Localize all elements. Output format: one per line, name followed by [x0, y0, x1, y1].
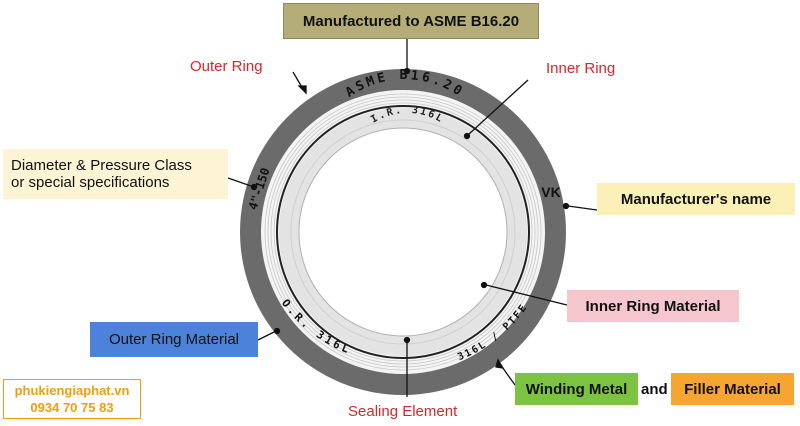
outer-ring-label: Outer Ring: [190, 58, 263, 75]
gasket-bore: [298, 127, 508, 337]
winding-metal-callout-text: Winding Metal: [525, 380, 628, 398]
manufacturer-callout-text: Manufacturer's name: [620, 190, 772, 208]
outer-ring-material-callout-text: Outer Ring Material: [108, 331, 240, 348]
inner-ring-label: Inner Ring: [546, 60, 616, 77]
diameter-callout: Diameter & Pressure Class or special spe…: [3, 149, 228, 199]
and-text: and: [641, 381, 668, 398]
sealing-element-label: Sealing Element: [348, 403, 458, 420]
standard-callout: Manufactured to ASME B16.20: [283, 3, 539, 39]
ring-text-manufacturer: VK: [541, 184, 560, 200]
watermark-phone: 0934 70 75 83: [30, 400, 114, 415]
filler-material-callout: Filler Material: [671, 373, 794, 405]
winding-metal-callout: Winding Metal: [515, 373, 638, 405]
winding-lines: [264, 93, 542, 371]
inner-ring-lines: [290, 119, 516, 345]
watermark: phukiengiaphat.vn 0934 70 75 83: [3, 379, 141, 419]
standard-callout-text: Manufactured to ASME B16.20: [302, 12, 520, 30]
leader-lines: [227, 37, 598, 397]
diameter-callout-line1: Diameter & Pressure Class: [11, 157, 192, 174]
inner-ring-material-callout-text: Inner Ring Material: [585, 297, 721, 315]
watermark-site: phukiengiaphat.vn: [14, 383, 130, 398]
diameter-callout-line2: or special specifications: [11, 174, 170, 191]
outer-ring-material-callout: Outer Ring Material: [90, 322, 258, 357]
sealing-element-edge: [276, 105, 530, 359]
inner-ring-material-callout: Inner Ring Material: [567, 290, 739, 322]
manufacturer-callout: Manufacturer's name: [597, 183, 795, 215]
filler-material-callout-text: Filler Material: [684, 380, 781, 398]
